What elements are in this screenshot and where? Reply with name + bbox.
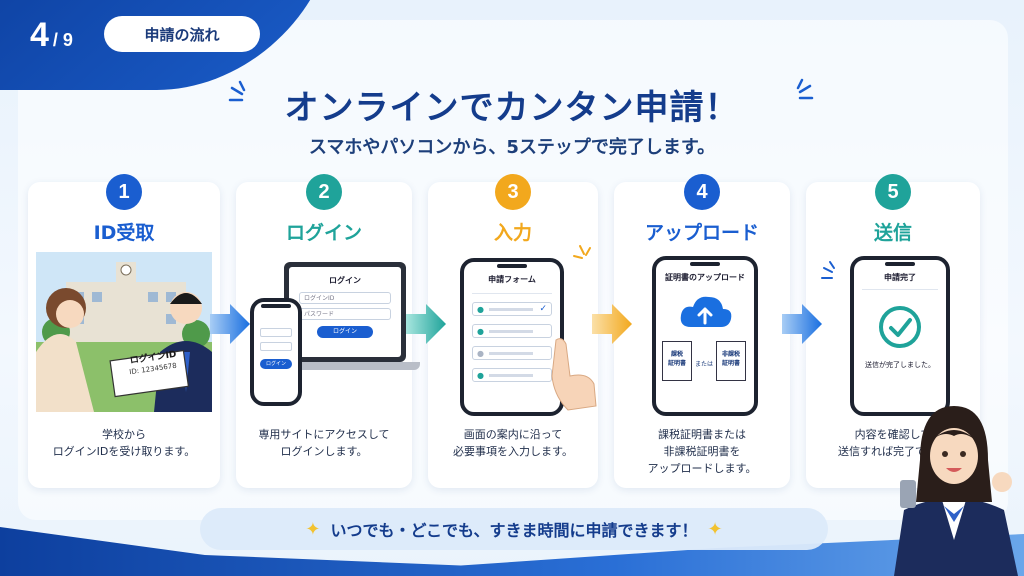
- or-label: または: [694, 361, 713, 368]
- check-icon: ●: [477, 305, 484, 314]
- sparkle-icon: ✦: [305, 518, 321, 540]
- arrow-right-icon: [782, 304, 822, 344]
- subline: スマホやパソコンから、5ステップで完了します。: [308, 137, 716, 158]
- form-row[interactable]: ●: [472, 324, 552, 338]
- step-illustration-upload: 証明書のアップロード 課税 証明書 または 非課税 証明書: [622, 252, 782, 416]
- footer-banner: ✦ いつでも・どこでも、すきま時間に申請できます！ ✦: [200, 508, 828, 550]
- check-icon: ✓: [539, 304, 547, 314]
- section-label: 申請の流れ: [104, 16, 260, 52]
- pointing-hand-icon: [551, 338, 597, 411]
- step-number-badge: 2: [306, 174, 342, 210]
- step-title: ログイン: [285, 222, 362, 244]
- step-card-1: 1 ID受取 ログインID ID: 12345678 学校から: [28, 174, 220, 488]
- upload-screen-title: 証明書のアップロード: [665, 273, 745, 282]
- step-number-badge: 3: [495, 174, 531, 210]
- phone-upload: 証明書のアップロード 課税 証明書 または 非課税 証明書: [652, 256, 758, 416]
- step-number-badge: 4: [684, 174, 720, 210]
- step-illustration-login: ログイン ログインID パスワード ログイン ログイン: [244, 252, 420, 412]
- form-row[interactable]: ● ✓: [472, 302, 552, 316]
- burst-icon: [573, 245, 591, 259]
- step-title: ID受取: [93, 222, 155, 244]
- arrow-right-icon: [406, 304, 446, 344]
- step-description: 専用サイトにアクセスして ログインします。: [258, 428, 390, 459]
- step-card-3: 3 入力 申請フォーム ● ✓ ● ● ●: [428, 174, 598, 488]
- cloud-upload-icon[interactable]: [677, 291, 733, 331]
- step-illustration-complete: 申請完了 送信が完了しました。: [814, 252, 972, 416]
- laptop-login-button[interactable]: ログイン: [317, 326, 373, 338]
- form-title: 申請フォーム: [488, 275, 536, 284]
- step-number-badge: 1: [106, 174, 142, 210]
- step-illustration-id-handover: ログインID ID: 12345678: [36, 252, 212, 412]
- step-title: 送信: [873, 222, 912, 244]
- step-description: 課税証明書または 非課税証明書を アップロードします。: [647, 428, 757, 476]
- laptop-login-id-field[interactable]: ログインID: [299, 292, 391, 304]
- complete-message: 送信が完了しました。: [865, 361, 935, 369]
- page-indicator: 4/ 9: [30, 16, 73, 55]
- step-title: アップロード: [644, 222, 759, 244]
- phone-complete: 申請完了 送信が完了しました。: [850, 256, 950, 416]
- laptop-login-title: ログイン: [329, 276, 361, 285]
- step-illustration-form: 申請フォーム ● ✓ ● ● ●: [436, 245, 597, 416]
- form-row[interactable]: ●: [472, 368, 552, 382]
- step-card-4: 4 アップロード 証明書のアップロード 課税 証明書 または 非課税 証明書 課…: [614, 174, 790, 488]
- headline: オンラインでカンタン申請！: [284, 88, 740, 128]
- burst-left-icon: [228, 80, 246, 102]
- arrow-right-icon: [210, 304, 250, 344]
- step-card-2: 2 ログイン ログイン ログインID パスワード ログイン ログイン 専用サイト…: [236, 174, 420, 488]
- footer-text: いつでも・どこでも、すきま時間に申請できます！: [330, 521, 698, 540]
- laptop-base: [270, 362, 420, 370]
- sparkle-icon: ✦: [707, 518, 723, 540]
- arrow-right-icon: [592, 304, 632, 344]
- phone-login-button[interactable]: ログイン: [260, 359, 292, 369]
- step-description: 学校から ログインIDを受け取ります。: [52, 428, 196, 459]
- complete-screen-title: 申請完了: [884, 273, 916, 282]
- non-tax-certificate-doc: 非課税 証明書: [716, 341, 746, 381]
- tax-certificate-doc: 課税 証明書: [662, 341, 692, 381]
- phone-form: 申請フォーム ● ✓ ● ● ●: [460, 258, 564, 416]
- student-character-illustration: [894, 406, 1018, 576]
- page-total: / 9: [52, 30, 73, 50]
- laptop: ログイン ログインID パスワード ログイン: [284, 262, 406, 362]
- burst-right-icon: [796, 78, 814, 100]
- step-description: 画面の案内に沿って 必要事項を入力します。: [453, 428, 573, 459]
- phone-login: ログイン: [250, 298, 302, 406]
- page-current: 4: [30, 16, 49, 54]
- step-title: 入力: [493, 222, 532, 244]
- step-number-badge: 5: [875, 174, 911, 210]
- school-handover-illustration: [36, 252, 212, 412]
- laptop-password-field[interactable]: パスワード: [299, 308, 391, 320]
- check-circle-icon: [879, 306, 921, 348]
- form-row[interactable]: ●: [472, 346, 552, 360]
- burst-icon: [821, 261, 835, 279]
